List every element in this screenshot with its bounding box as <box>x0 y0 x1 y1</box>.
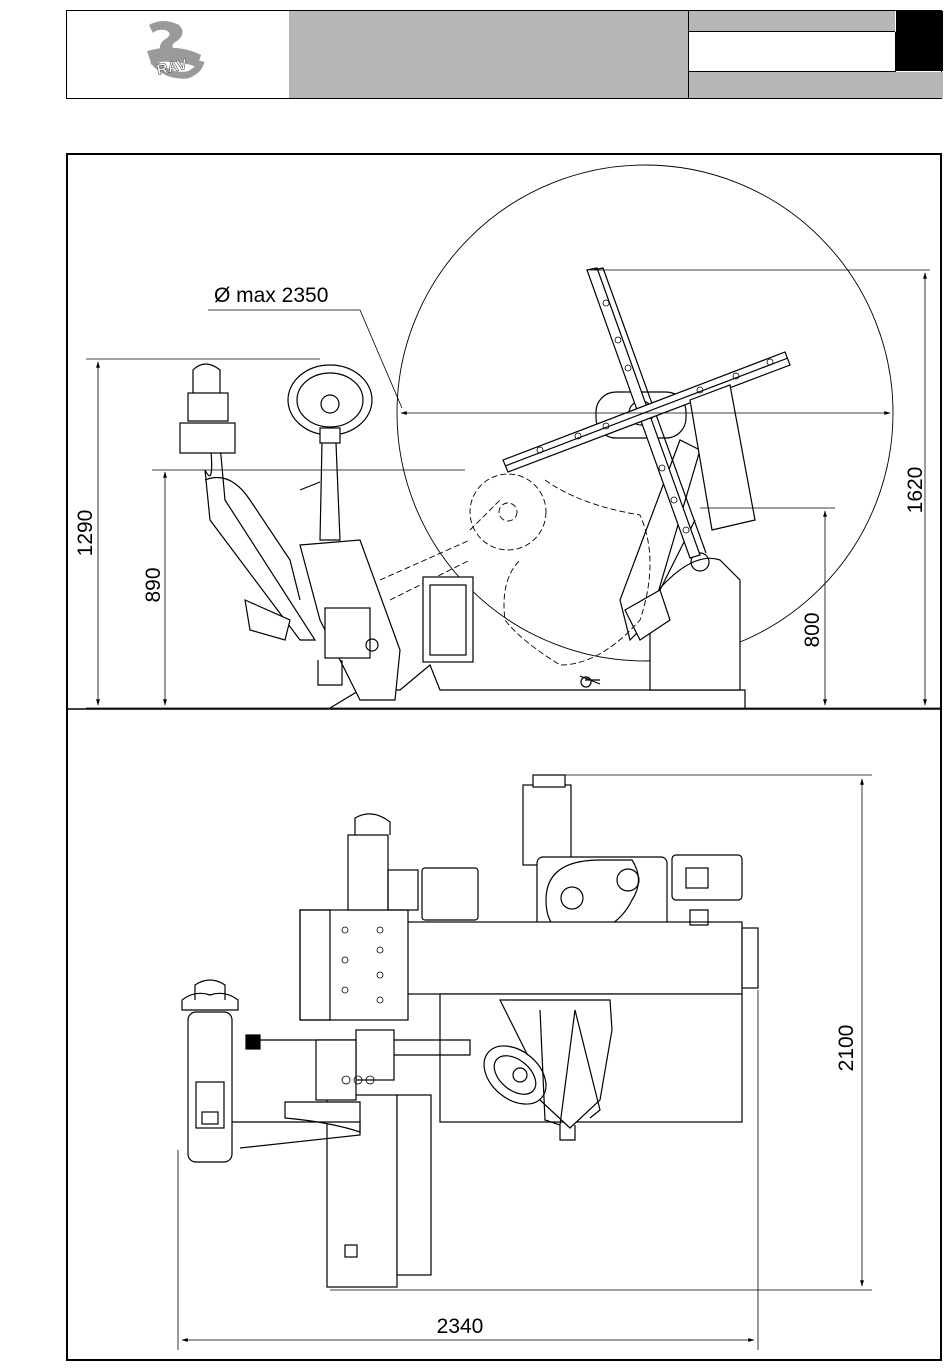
dim-1290: 1290 <box>74 510 97 557</box>
dim-800: 800 <box>801 612 824 647</box>
dim-2100: 2100 <box>835 1025 858 1072</box>
lamp-head <box>288 365 372 540</box>
dim-890: 890 <box>142 567 165 602</box>
main-column <box>300 540 600 700</box>
dashed-wheel <box>380 474 650 665</box>
top-view <box>182 775 758 1287</box>
dim-2340: 2340 <box>437 1315 484 1338</box>
diameter-label: Ø max 2350 <box>214 284 328 307</box>
dim-1620: 1620 <box>904 467 927 514</box>
